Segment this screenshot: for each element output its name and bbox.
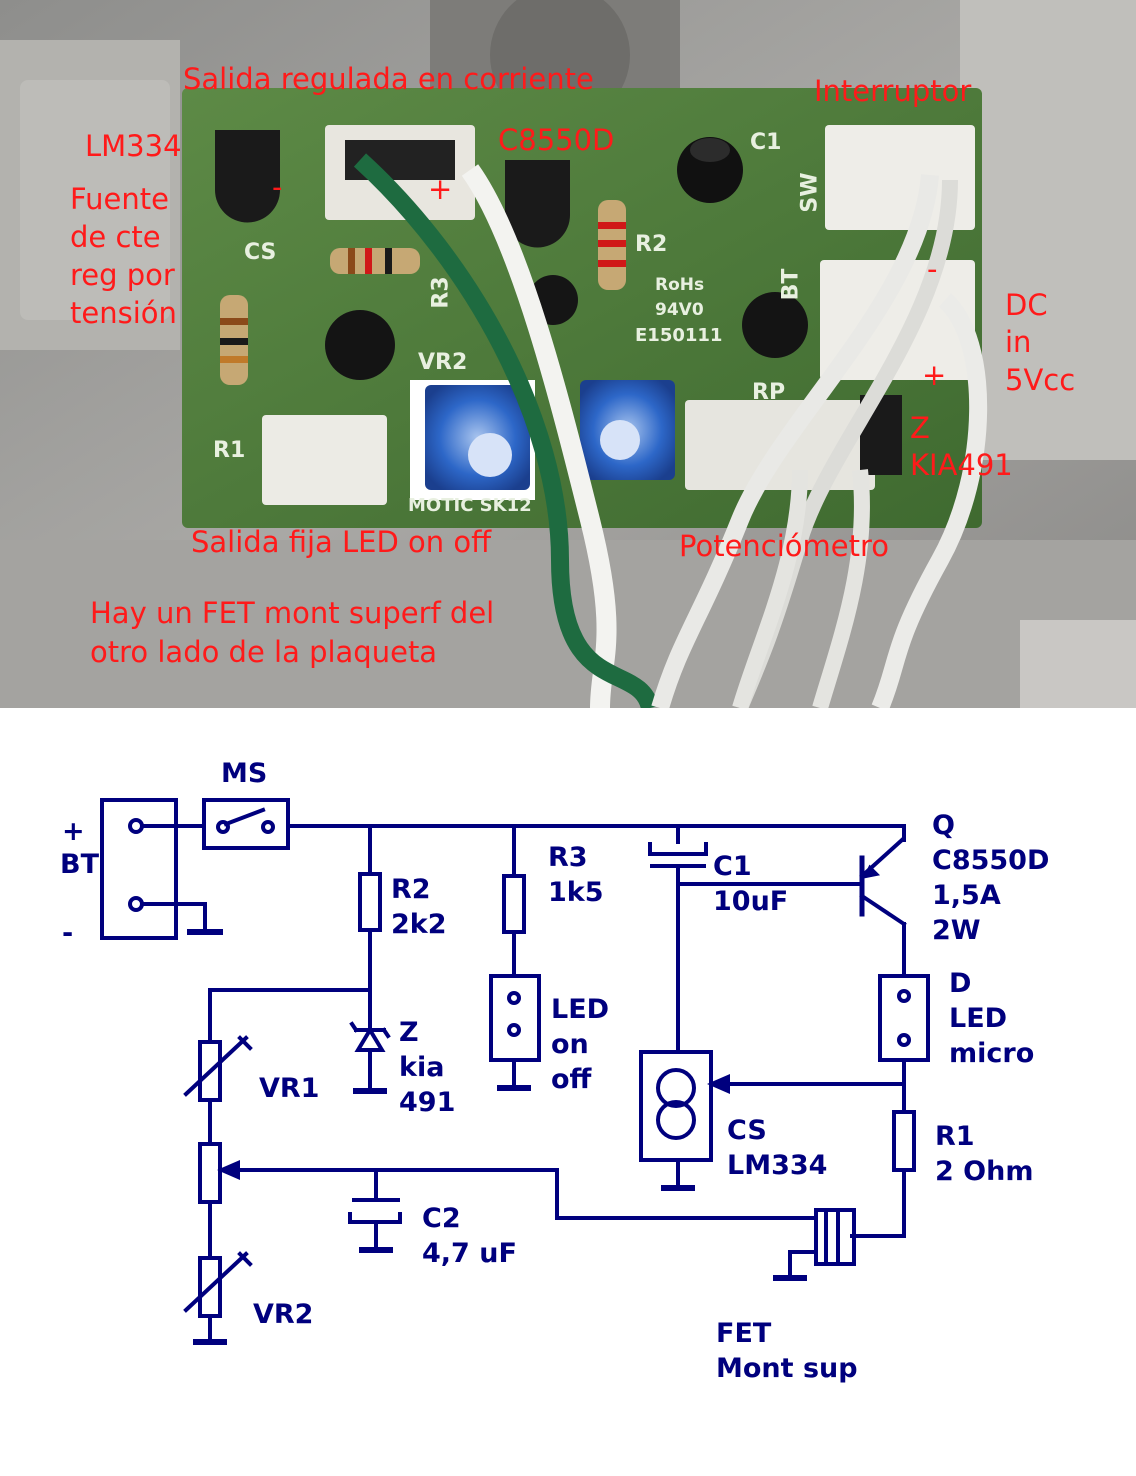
potentiometer xyxy=(198,1142,222,1204)
annotation-potentiometer: Potenciómetro xyxy=(679,529,890,563)
pcb-photo: CS R2 R3 R1 VR2 C1 SW BT RoHs 94V0 E1501… xyxy=(0,0,1136,708)
annotation-fet-line2: otro lado de la plaqueta xyxy=(90,635,438,669)
silk-c1: C1 xyxy=(750,130,782,155)
annotation-dc-minus: - xyxy=(927,252,938,286)
label-r1-value: 2 Ohm xyxy=(935,1156,1034,1187)
annotation-zener-line1: Z xyxy=(910,411,930,445)
annotation-cs-plus: + xyxy=(428,172,453,206)
annotation-source-line4: tensión xyxy=(70,296,177,330)
annotation-transistor: C8550D xyxy=(498,123,615,157)
annotation-dc-line3: 5Vcc xyxy=(1005,363,1076,397)
label-vr1: VR1 xyxy=(259,1073,320,1104)
label-bt-plus: + xyxy=(62,816,85,847)
cs-circle-bottom xyxy=(656,1100,696,1140)
label-z-name: Z xyxy=(399,1017,419,1048)
label-r2-name: R2 xyxy=(391,874,431,905)
annotation-dc-line1: DC xyxy=(1005,288,1048,322)
label-ms: MS xyxy=(221,758,268,789)
annotation-dc-plus: + xyxy=(922,358,947,392)
wire-wiper-fet xyxy=(555,1168,818,1220)
wire-bt-ground xyxy=(140,902,207,932)
silk-r2: R2 xyxy=(635,232,668,257)
label-fet-line2: Mont sup xyxy=(716,1353,858,1384)
annotation-current-output: Salida regulada en corriente xyxy=(183,62,594,96)
label-r3-name: R3 xyxy=(548,842,588,873)
silk-cert: E150111 xyxy=(635,325,723,346)
label-r1-name: R1 xyxy=(935,1121,975,1152)
annotation-source-line2: de cte xyxy=(70,220,161,254)
annotation-source-line1: Fuente xyxy=(70,182,169,216)
silk-model: MOTIC SK12 xyxy=(408,495,532,516)
silk-cs: CS xyxy=(244,240,277,265)
battery-connector xyxy=(100,798,178,940)
silk-ul: 94V0 xyxy=(655,300,704,320)
annotation-cs-minus: - xyxy=(272,170,283,204)
label-led-line3: off xyxy=(551,1064,592,1095)
label-r2-value: 2k2 xyxy=(391,909,447,940)
cs-circle-top xyxy=(656,1068,696,1108)
silk-rp: RP xyxy=(752,380,786,405)
switch-ms xyxy=(202,798,290,850)
annotation-dc-line2: in xyxy=(1005,325,1032,359)
label-c1-name: C1 xyxy=(713,851,752,882)
label-q-name: Q xyxy=(932,810,955,841)
label-z-line2: kia xyxy=(399,1052,445,1083)
switch-blade xyxy=(223,807,266,827)
annotation-zener-line2: KIA491 xyxy=(910,448,1013,482)
label-cs-name: CS xyxy=(727,1115,767,1146)
label-d-line3: micro xyxy=(949,1038,1035,1069)
resistor-r1 xyxy=(892,1110,916,1172)
capacitor-c1-plate1 xyxy=(648,842,708,856)
label-q-current: 1,5A xyxy=(932,880,1001,911)
silk-vr2: VR2 xyxy=(418,350,468,375)
annotation-switch: Interruptor xyxy=(814,74,972,108)
transistor-collector xyxy=(859,893,907,927)
label-c2-value: 4,7 uF xyxy=(422,1238,517,1269)
trimmer-vr1-arrow xyxy=(183,1035,249,1097)
trimmer-vr2-arrow xyxy=(183,1251,249,1313)
led-micro-connector xyxy=(878,974,930,1062)
annotation-source-line3: reg por xyxy=(70,258,175,292)
label-bt-minus: - xyxy=(62,918,74,949)
fet xyxy=(814,1208,856,1266)
silk-rohs: RoHs xyxy=(655,275,705,295)
label-d-line2: LED xyxy=(949,1003,1008,1034)
wire-r2-vr1 xyxy=(208,988,372,1044)
label-q-power: 2W xyxy=(932,915,981,946)
label-q-part: C8550D xyxy=(932,845,1050,876)
annotation-lm334: LM334 xyxy=(85,129,182,163)
label-cs-part: LM334 xyxy=(727,1150,828,1181)
annotation-led-output: Salida fija LED on off xyxy=(191,525,492,559)
zener-triangle xyxy=(354,1026,386,1052)
schematic-drawing xyxy=(100,798,930,1345)
silk-r3: R3 xyxy=(428,276,454,309)
label-led-line1: LED xyxy=(551,994,610,1025)
schematic: MS + BT - R2 2k2 R3 1k5 C1 10uF Q C8550D… xyxy=(0,708,1136,1476)
silk-sw: SW xyxy=(797,172,823,213)
label-c2-name: C2 xyxy=(422,1203,461,1234)
label-c1-value: 10uF xyxy=(713,886,789,917)
label-fet-line1: FET xyxy=(716,1318,772,1349)
silk-r1: R1 xyxy=(213,438,246,463)
label-led-line2: on xyxy=(551,1029,589,1060)
label-r3-value: 1k5 xyxy=(548,877,604,908)
annotation-fet-line1: Hay un FET mont superf del xyxy=(90,596,495,630)
label-bt: BT xyxy=(60,849,99,880)
label-z-line3: 491 xyxy=(399,1087,456,1118)
pcb-photo-drawing xyxy=(0,0,1136,708)
led-connector xyxy=(489,974,541,1062)
wiper-arrowhead xyxy=(217,1159,240,1181)
label-vr2: VR2 xyxy=(253,1299,314,1330)
resistor-r3 xyxy=(502,874,526,934)
silk-bt: BT xyxy=(778,268,804,301)
label-d-name: D xyxy=(949,968,972,999)
resistor-r2 xyxy=(358,872,382,932)
